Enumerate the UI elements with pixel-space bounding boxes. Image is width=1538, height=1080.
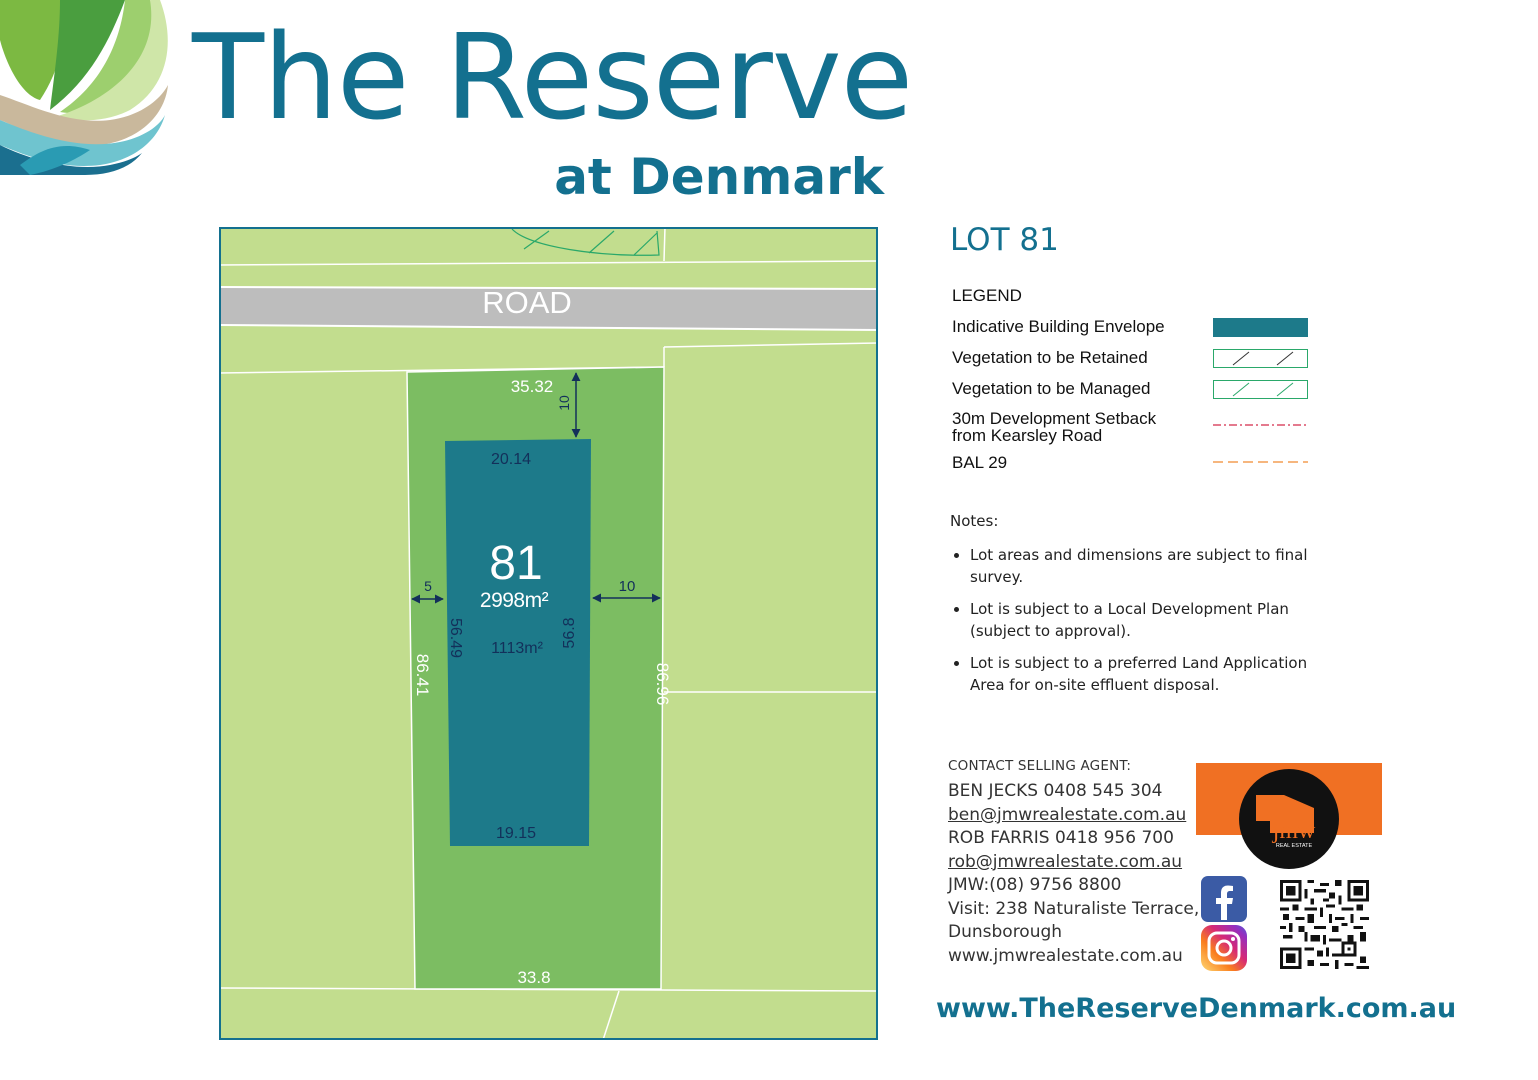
lot-plan-map: ROAD 35.32 10 20.14 81 2998m² 5 10 56.49… [219, 227, 878, 1040]
office-address-line2: Dunsborough [948, 922, 1063, 942]
legend-title: LEGEND [952, 286, 1022, 305]
lot-left-dimension: 86.41 [413, 654, 432, 697]
vegetation-retained-area [511, 228, 660, 256]
legend: LEGEND Indicative Building Envelope Vege… [952, 286, 1312, 476]
note-item: Lot areas and dimensions are subject to … [970, 544, 1310, 588]
lot-number: 81 [489, 537, 542, 590]
notes-title: Notes: [950, 512, 999, 530]
legend-label-line: 30m Development Setback [952, 409, 1157, 428]
reserve-website-link[interactable]: www.TheReserveDenmark.com.au [936, 993, 1457, 1024]
legend-item-vegetation-retained: Vegetation to be Retained [952, 349, 1312, 379]
lot-area: 2998m² [480, 589, 549, 612]
legend-item-development-setback: 30m Development Setback from Kearsley Ro… [952, 410, 1312, 444]
note-item: Lot is subject to a Local Development Pl… [970, 598, 1310, 642]
contact-heading: CONTACT SELLING AGENT: [948, 758, 1132, 774]
qr-code-icon[interactable] [1280, 880, 1369, 969]
legend-label: Indicative Building Envelope [952, 317, 1165, 336]
brand-title: The Reserve [192, 8, 913, 146]
jmw-real-estate-logo: jmw REAL ESTATE [1196, 763, 1382, 869]
bal-29-swatch [1213, 461, 1308, 463]
setback-right-label: 10 [619, 578, 636, 595]
legend-label: 30m Development Setback from Kearsley Ro… [952, 410, 1202, 444]
legend-label: BAL 29 [952, 453, 1008, 472]
lot-right-dimension: 86.96 [653, 663, 672, 706]
road-label: ROAD [482, 285, 572, 320]
agent-rob-farris: ROB FARRIS 0418 956 700 [948, 828, 1174, 848]
plan-border [219, 227, 878, 1040]
legend-item-vegetation-managed: Vegetation to be Managed [952, 380, 1312, 410]
vegetation-managed-swatch [1213, 380, 1308, 399]
office-address-line1: Visit: 238 Naturaliste Terrace, [948, 898, 1200, 919]
legend-item-building-envelope: Indicative Building Envelope [952, 318, 1312, 348]
jmw-logo-text: jmw [1272, 818, 1316, 844]
office-phone: JMW:(08) 9756 8800 [948, 875, 1122, 895]
envelope-left-dimension: 56.49 [447, 618, 464, 658]
notes-section: Notes: Lot areas and dimensions are subj… [950, 512, 1310, 706]
contact-section: CONTACT SELLING AGENT: BEN JECKS 0408 54… [948, 758, 1200, 968]
lot-bottom-dimension: 33.8 [517, 968, 550, 987]
setback-left-label: 5 [424, 578, 432, 594]
notes-list: Lot areas and dimensions are subject to … [950, 544, 1310, 696]
note-item: Lot is subject to a preferred Land Appli… [970, 652, 1310, 696]
legend-item-bal-29: BAL 29 [952, 454, 1312, 484]
legend-label-line: from Kearsley Road [952, 426, 1103, 445]
facebook-icon[interactable] [1201, 876, 1247, 922]
vegetation-retained-swatch [1213, 349, 1308, 368]
road [219, 287, 878, 330]
legend-label: Vegetation to be Managed [952, 379, 1151, 398]
instagram-icon[interactable] [1201, 925, 1247, 971]
setback-front-label: 10 [556, 395, 572, 411]
building-envelope-swatch [1213, 318, 1308, 337]
building-envelope [445, 439, 591, 846]
legend-label: Vegetation to be Retained [952, 348, 1148, 367]
agency-website[interactable]: www.jmwrealestate.com.au [948, 945, 1183, 966]
email-link-ben[interactable]: ben@jmwrealestate.com.au [948, 804, 1187, 825]
email-link-rob[interactable]: rob@jmwrealestate.com.au [948, 851, 1183, 872]
development-setback-swatch [1213, 424, 1308, 426]
lot-title: LOT 81 [950, 222, 1059, 258]
envelope-bottom-dimension: 19.15 [496, 825, 536, 842]
brand-logo-icon [0, 0, 168, 175]
envelope-area: 1113m² [491, 640, 544, 657]
brand-subtitle: at Denmark [554, 148, 884, 206]
agent-ben-jecks: BEN JECKS 0408 545 304 [948, 781, 1163, 801]
envelope-top-dimension: 20.14 [491, 451, 531, 468]
envelope-right-dimension: 56.8 [561, 617, 578, 648]
lot-top-dimension: 35.32 [511, 377, 554, 396]
jmw-logo-subtext: REAL ESTATE [1276, 843, 1313, 849]
setback-arrows [411, 372, 661, 604]
